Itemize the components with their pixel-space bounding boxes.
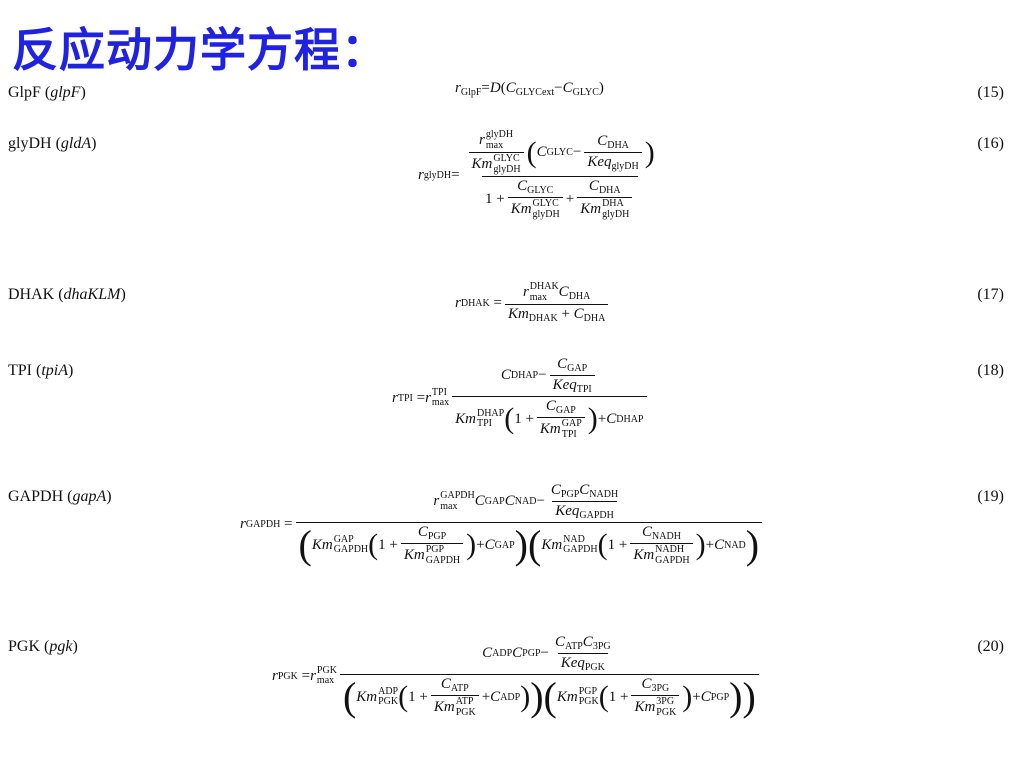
equation-label-glpf: GlpF (glpF) [8, 84, 86, 101]
equation-number-16: (16) [977, 135, 1004, 152]
equation-label-glydh: glyDH (gldA) [8, 135, 97, 152]
equation-15-formula: rGlpF=D(CGLYCext−CGLYC) [455, 80, 604, 98]
equation-number-18: (18) [977, 362, 1004, 379]
equation-label-pgk: PGK (pgk) [8, 638, 78, 655]
equation-number-15: (15) [977, 84, 1004, 101]
equation-label-tpi: TPI (tpiA) [8, 362, 74, 379]
equation-label-gapdh: GAPDH (gapA) [8, 488, 112, 505]
equation-number-19: (19) [977, 488, 1004, 505]
slide-title: 反应动力学方程： [12, 23, 388, 77]
equation-label-dhak: DHAK (dhaKLM) [8, 286, 126, 303]
equation-number-20: (20) [977, 638, 1004, 655]
equation-number-17: (17) [977, 286, 1004, 303]
